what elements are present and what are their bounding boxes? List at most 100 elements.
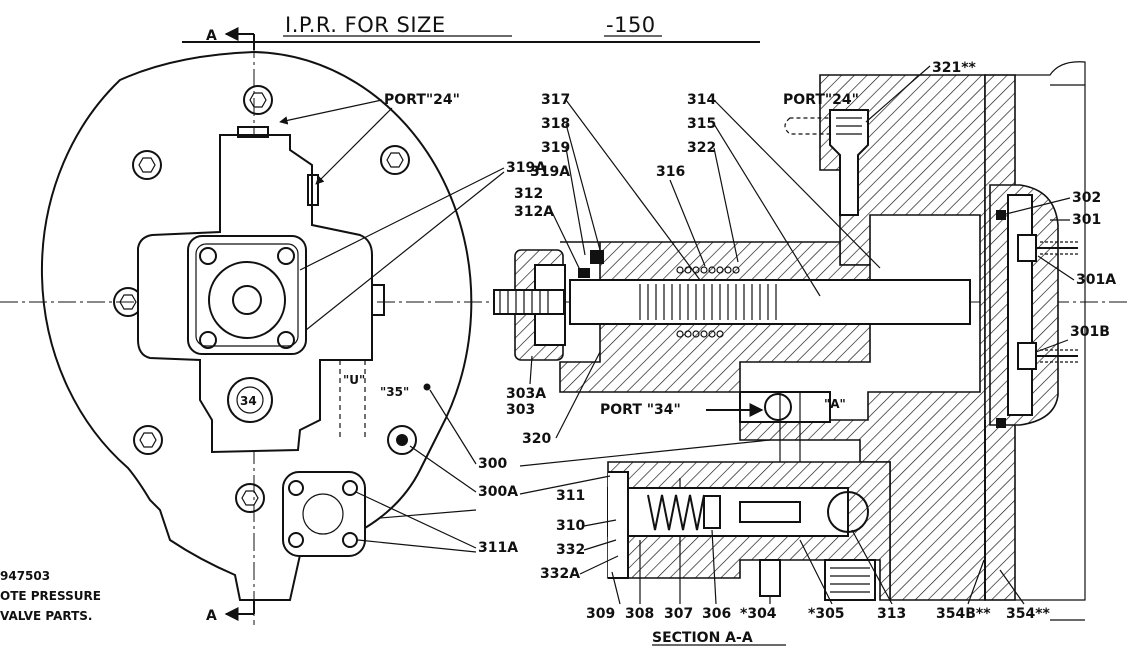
label-302: 302 — [1072, 190, 1101, 206]
seal-354 — [996, 418, 1006, 428]
cover-bolt — [199, 247, 217, 265]
bolt-head — [380, 145, 410, 175]
piston-306 — [703, 495, 721, 529]
label-318: 318 — [541, 116, 570, 132]
cover-bolt — [199, 331, 217, 349]
label-port-24: PORT"24" — [783, 92, 859, 108]
seal-312 — [590, 250, 604, 264]
leader-319 — [565, 147, 586, 256]
spring-307 — [647, 494, 705, 531]
left-view: A A 34 — [0, 27, 546, 625]
label-35: "35" — [380, 385, 409, 399]
title-size: -150 — [606, 13, 656, 37]
label-303a: 303A — [506, 386, 546, 402]
seal-312a — [578, 268, 590, 278]
port-24-threads — [836, 117, 862, 135]
section-view: PORT"24" 321** 317 318 319 319A 314 315 … — [493, 60, 1127, 646]
lower-cover-bolt — [288, 480, 304, 496]
footnote-line-1: 947503 — [0, 569, 50, 583]
end-cap-cavity — [1007, 194, 1033, 416]
footnote: 947503 OTE PRESSURE VALVE PARTS. — [0, 569, 101, 623]
cover-plate — [187, 235, 307, 355]
leader-300 — [429, 389, 477, 465]
leader-317 — [565, 99, 701, 281]
label-309: 309 — [586, 606, 615, 622]
label-354b: 354B** — [936, 606, 991, 622]
label-u: "U" — [343, 373, 365, 387]
spool-bore — [569, 279, 971, 325]
label-304: *304 — [740, 606, 777, 622]
leader-303 — [529, 355, 533, 385]
label-311a: 311A — [478, 540, 518, 556]
leader-311a-b — [357, 539, 477, 553]
leader-311a-a — [355, 491, 477, 549]
label-306: 306 — [702, 606, 731, 622]
leader-port24-b — [315, 107, 393, 185]
leader-301a — [1037, 255, 1075, 281]
leader-321 — [865, 65, 931, 123]
label-301: 301 — [1072, 212, 1101, 228]
leader-319a-b — [305, 171, 505, 331]
motor-outline — [1015, 61, 1086, 601]
bottom-label-row: 309 308 307 306 *304 *305 313 354B** 354… — [586, 529, 1051, 622]
lower-cover — [282, 471, 366, 557]
poppet-304 — [739, 501, 801, 523]
footnote-line-2: OTE PRESSURE — [0, 589, 101, 603]
lower-cover-bolt — [342, 480, 358, 496]
footnote-line-3: VALVE PARTS. — [0, 609, 92, 623]
cover-plate-inner — [195, 243, 299, 347]
label-310: 310 — [556, 518, 585, 534]
valve-body — [137, 134, 373, 454]
leader-port24-a — [279, 99, 383, 125]
label-319a-section: 319A — [530, 164, 570, 180]
plug-305 — [824, 559, 876, 601]
label-307: 307 — [664, 606, 693, 622]
label-313: 313 — [877, 606, 906, 622]
title-prefix: I.P.R. FOR SIZE — [285, 13, 446, 37]
leader-314 — [713, 99, 881, 269]
stud-301a — [1017, 234, 1078, 262]
label-305: *305 — [808, 606, 845, 622]
label-312a: 312A — [514, 204, 554, 220]
lower-bore — [607, 487, 849, 537]
bolt-head — [243, 85, 273, 115]
label-321: 321** — [932, 60, 977, 76]
label-308: 308 — [625, 606, 654, 622]
lower-cover-boss — [302, 493, 344, 535]
title-block: I.P.R. FOR SIZE -150 — [182, 13, 760, 43]
label-319: 319 — [541, 140, 570, 156]
label-303: 303 — [506, 402, 535, 418]
dot-300 — [423, 383, 431, 391]
label-312: 312 — [514, 186, 543, 202]
ball-313 — [827, 491, 869, 533]
label-322: 322 — [687, 140, 716, 156]
port-34-label: 34 — [240, 394, 257, 408]
leader-302 — [1005, 197, 1071, 215]
leader-310 — [583, 519, 617, 527]
check-ball-313 — [764, 393, 792, 421]
label-332a: 332A — [540, 566, 580, 582]
spring-316 — [676, 266, 740, 338]
internal-hidden-lines — [339, 360, 366, 440]
stud-301b — [1017, 342, 1078, 370]
screw-threads — [499, 290, 549, 314]
label-300a: 300A — [478, 484, 518, 500]
label-port-34: PORT "34" — [600, 402, 681, 418]
label-300: 300 — [478, 456, 507, 472]
leader-311 — [519, 475, 611, 495]
seal-302 — [996, 210, 1006, 220]
label-316: 316 — [656, 164, 685, 180]
label-301b: 301B — [1070, 324, 1110, 340]
leader-311-left — [379, 509, 477, 519]
cover-bolt — [277, 247, 295, 265]
cap-309 — [608, 471, 629, 579]
leader-332 — [583, 539, 617, 551]
flange-bolts — [113, 85, 417, 513]
right-fitting — [371, 284, 385, 316]
spool-grooves — [639, 284, 777, 320]
port-34-inner — [236, 386, 264, 414]
leader-312 — [551, 211, 581, 271]
leader-301b — [1035, 339, 1069, 353]
bolt-head — [133, 425, 163, 455]
port-34-circle — [227, 377, 273, 423]
